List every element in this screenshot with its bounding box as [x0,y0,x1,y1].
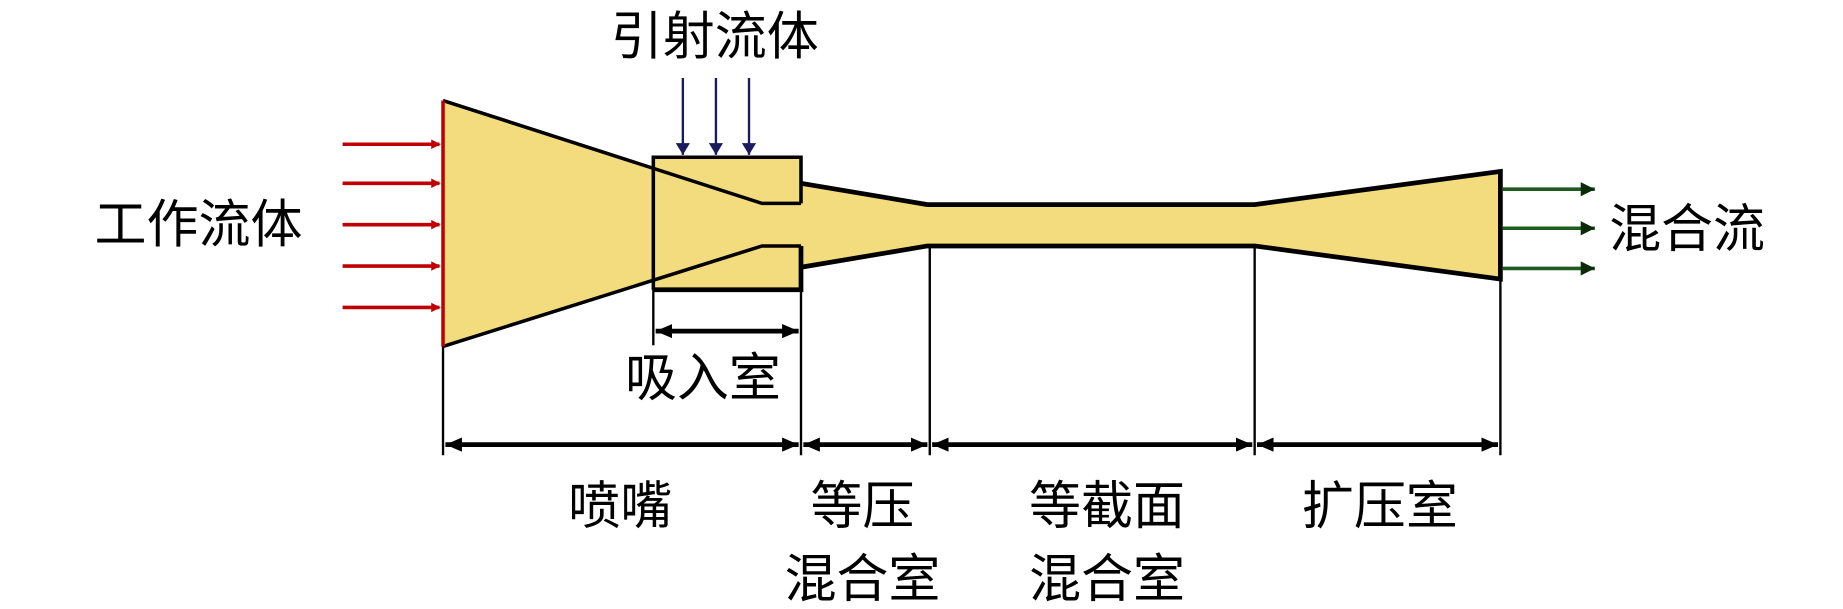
motive-fluid-label: 工作流体 [95,195,303,255]
nozzle-mixer-diffuser-shape [443,100,1501,347]
diffuser-label: 扩压室 [1302,477,1458,537]
suction-chamber-label: 吸入室 [625,349,781,409]
constant-pressure-label-1: 等压 [810,477,914,537]
entrained-fluid-label: 引射流体 [611,7,819,67]
dimension-arrows [445,324,1499,452]
motive-fluid-arrows [342,139,441,313]
constant-pressure-label-2: 混合室 [784,550,940,609]
constant-area-label-2: 混合室 [1029,550,1185,609]
mixed-flow-label: 混合流 [1609,200,1765,260]
ejector-body [441,98,1503,349]
dimension-lines [441,245,1502,456]
mixed-flow-arrows [1502,182,1595,276]
nozzle-label: 喷嘴 [568,477,672,537]
entrained-fluid-arrows [675,78,757,155]
constant-area-label-1: 等截面 [1029,477,1185,537]
